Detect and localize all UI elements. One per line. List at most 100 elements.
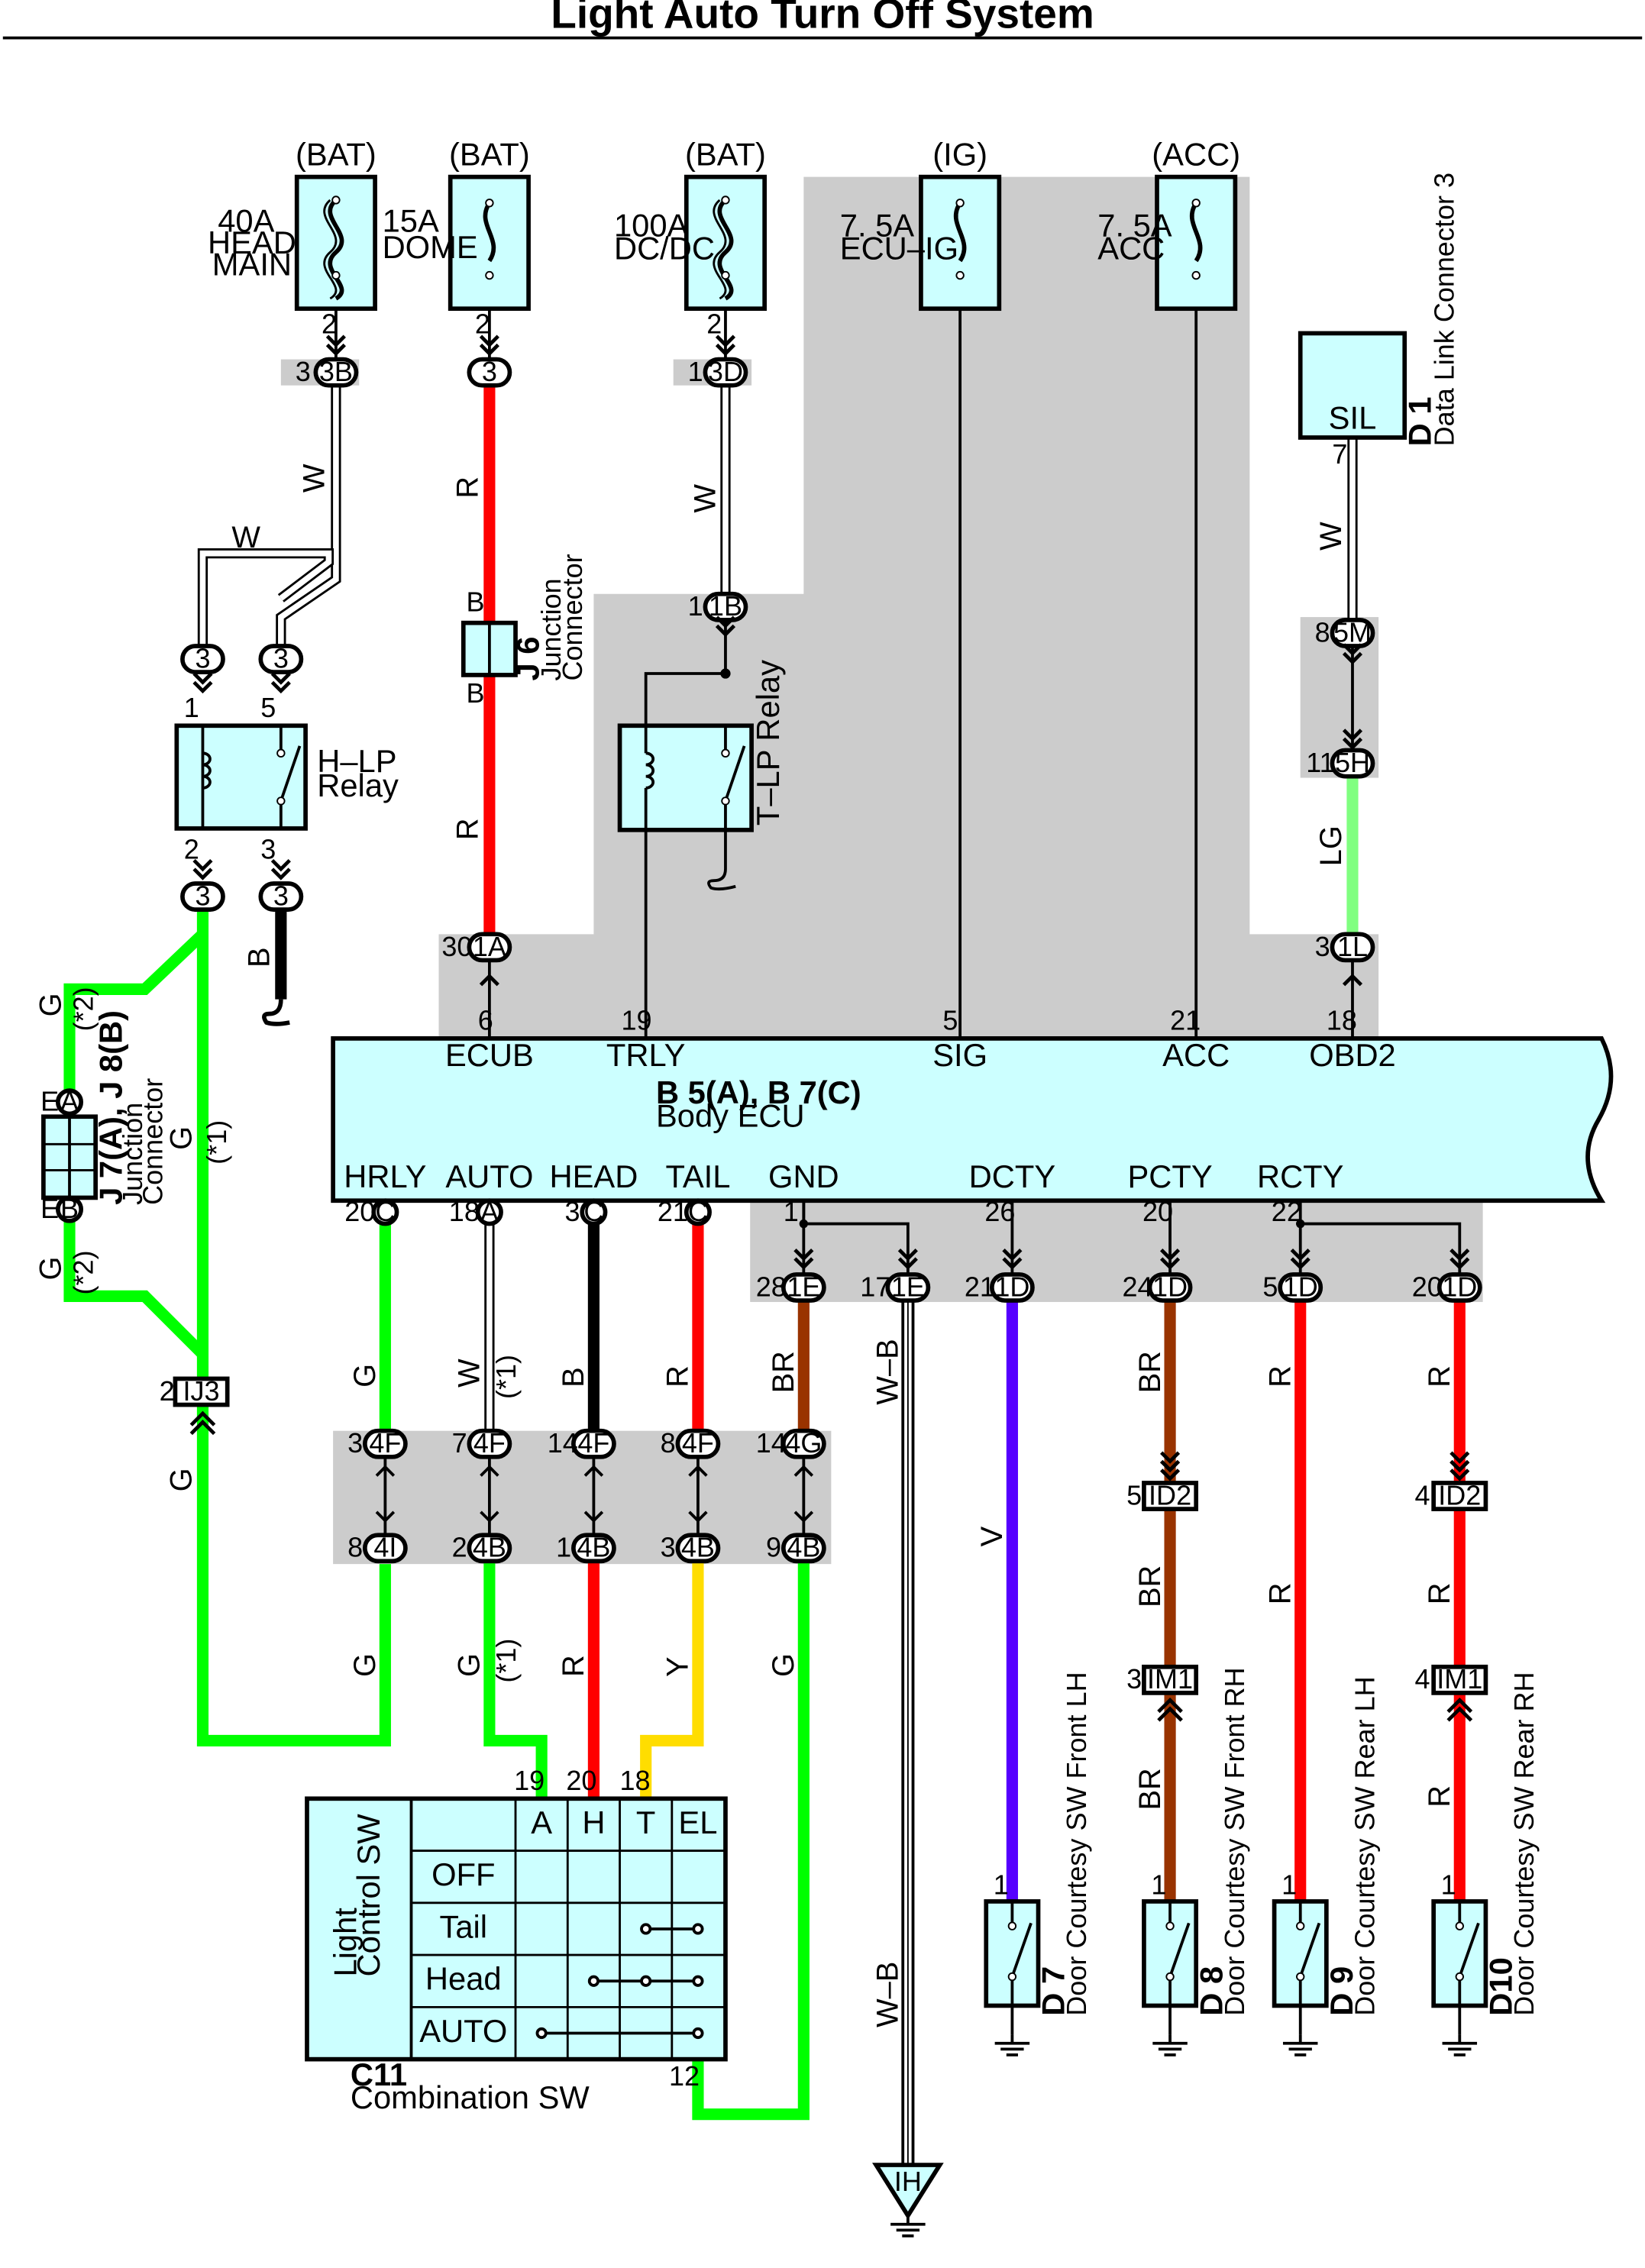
svg-text:B: B	[467, 677, 485, 709]
svg-text:HEAD: HEAD	[208, 225, 296, 260]
svg-text:3D: 3D	[708, 356, 743, 387]
svg-text:20: 20	[1412, 1271, 1443, 1302]
svg-text:1L: 1L	[1337, 931, 1368, 962]
svg-text:2: 2	[160, 1375, 175, 1407]
svg-text:Door Courtesy SW Rear RH: Door Courtesy SW Rear RH	[1508, 1672, 1540, 2015]
svg-text:9: 9	[766, 1532, 781, 1563]
ecu-connectors-bottom: C 20 A 18 C 3 C 21 1 26 20 22	[344, 1196, 1305, 1229]
svg-text:J 6: J 6	[509, 637, 545, 681]
svg-text:1: 1	[784, 1196, 799, 1227]
wire-w-3b	[197, 385, 341, 660]
svg-text:TAIL: TAIL	[665, 1158, 730, 1194]
connector-row-1e-1d: 1E 28 1E 17 1D 21 1D 24 1D 5 1D 20	[756, 1250, 1480, 1303]
svg-text:1: 1	[1441, 1869, 1456, 1900]
svg-text:PCTY: PCTY	[1127, 1158, 1212, 1194]
svg-text:1D: 1D	[1283, 1271, 1318, 1302]
connector-1l: 1L 3	[1315, 931, 1373, 987]
svg-text:1: 1	[994, 1869, 1009, 1900]
svg-text:Data Link Connector 3: Data Link Connector 3	[1429, 173, 1460, 446]
svg-text:1E: 1E	[787, 1271, 820, 1302]
svg-text:C11: C11	[351, 2056, 407, 2092]
svg-text:5: 5	[1126, 1479, 1142, 1510]
svg-text:20: 20	[344, 1196, 375, 1227]
svg-text:30: 30	[441, 931, 472, 962]
svg-text:IM1: IM1	[1147, 1663, 1193, 1695]
svg-text:ACC: ACC	[1162, 1037, 1230, 1073]
wire-g-el	[692, 1561, 810, 2121]
svg-text:19: 19	[621, 1004, 651, 1035]
svg-text:7. 5A: 7. 5A	[840, 207, 915, 243]
svg-text:2: 2	[184, 834, 199, 865]
svg-text:ECUB: ECUB	[445, 1037, 534, 1073]
label-r-1: R	[451, 477, 485, 499]
svg-text:3: 3	[195, 880, 210, 911]
junction-connector-j6: B B J 6 Junction Connector	[461, 554, 588, 709]
svg-text:7: 7	[452, 1427, 467, 1459]
svg-text:3: 3	[347, 1427, 363, 1459]
label-w-loop: W	[231, 521, 260, 554]
svg-text:SIL: SIL	[1329, 400, 1377, 436]
svg-text:A: A	[531, 1804, 552, 1840]
svg-text:OBD2: OBD2	[1309, 1037, 1396, 1073]
svg-text:T–LP Relay: T–LP Relay	[750, 660, 786, 825]
svg-text:1: 1	[184, 692, 199, 723]
svg-text:3: 3	[260, 834, 276, 865]
wire-g-hlp	[63, 909, 391, 1747]
note-n1-g: (*1)	[490, 1639, 522, 1683]
label-g-4i: G	[348, 1653, 382, 1677]
svg-text:40A: 40A	[218, 203, 274, 239]
svg-text:B: B	[467, 586, 485, 617]
svg-text:5: 5	[1262, 1271, 1278, 1302]
svg-text:IM1: IM1	[1437, 1663, 1482, 1695]
svg-text:4B: 4B	[681, 1532, 715, 1563]
label-r-2: R	[451, 818, 485, 840]
svg-text:1: 1	[1151, 1869, 1166, 1900]
svg-text:D10: D10	[1483, 1957, 1519, 2016]
svg-text:AUTO: AUTO	[445, 1158, 533, 1194]
svg-text:TRLY: TRLY	[606, 1037, 686, 1073]
svg-text:ID2: ID2	[1149, 1479, 1191, 1510]
door-courtesy-sw-front-rh: 1 D 8 Door Courtesy SW Front RH	[1142, 1667, 1250, 2056]
svg-text:3: 3	[1315, 931, 1330, 962]
svg-text:18: 18	[1327, 1004, 1357, 1035]
wire-y-tail	[640, 1561, 704, 1799]
svg-text:3: 3	[296, 356, 311, 387]
fuse-dcdc: (BAT) 100A DC/DC 2	[614, 136, 767, 339]
svg-text:3: 3	[564, 1196, 580, 1227]
svg-text:3: 3	[195, 642, 210, 674]
label-r-tail: R	[661, 1365, 695, 1388]
svg-text:4B: 4B	[577, 1532, 610, 1563]
connector-im1-rcty: IM1 4	[1415, 1663, 1488, 1722]
label-y: Y	[661, 1657, 695, 1678]
svg-text:E: E	[40, 1086, 59, 1117]
svg-text:EL: EL	[678, 1804, 717, 1840]
label-wb-1: W–B	[871, 1339, 905, 1404]
svg-text:H–LP: H–LP	[317, 743, 396, 779]
svg-text:4F: 4F	[473, 1427, 506, 1459]
svg-text:4G: 4G	[785, 1427, 822, 1459]
svg-text:5: 5	[942, 1004, 958, 1035]
svg-text:DOME: DOME	[383, 229, 478, 265]
label-w-3d: W	[689, 484, 722, 513]
label-r-rcty-5: R	[1423, 1785, 1456, 1808]
svg-text:B 5(A), B 7(C): B 5(A), B 7(C)	[656, 1074, 861, 1110]
svg-text:15A: 15A	[383, 203, 439, 239]
svg-text:Junction: Junction	[535, 578, 567, 680]
label-w-3b: W	[298, 464, 331, 493]
svg-text:1D: 1D	[1442, 1271, 1477, 1302]
fuse-head-main: (BAT) 40A HEAD MAIN 2	[208, 136, 377, 339]
svg-text:3: 3	[482, 356, 497, 387]
label-g-hlp: G	[164, 1126, 198, 1150]
svg-text:Light: Light	[327, 1908, 363, 1977]
label-br-pcty-2: BR	[1133, 1565, 1167, 1607]
note-n1-auto: (*1)	[490, 1355, 522, 1399]
label-wb-2: W–B	[871, 1962, 905, 2027]
svg-text:1: 1	[688, 590, 703, 622]
svg-text:IH: IH	[894, 2166, 922, 2197]
svg-text:4I: 4I	[373, 1532, 396, 1563]
label-g-j2: G	[34, 1257, 68, 1281]
connector-5h: 5H 11	[1306, 729, 1372, 778]
note-n2-a: (*2)	[67, 987, 99, 1031]
junction-connector-j7-j8: A E B E J 7(A), J 8(B) Junction Connecto…	[40, 1010, 168, 1224]
